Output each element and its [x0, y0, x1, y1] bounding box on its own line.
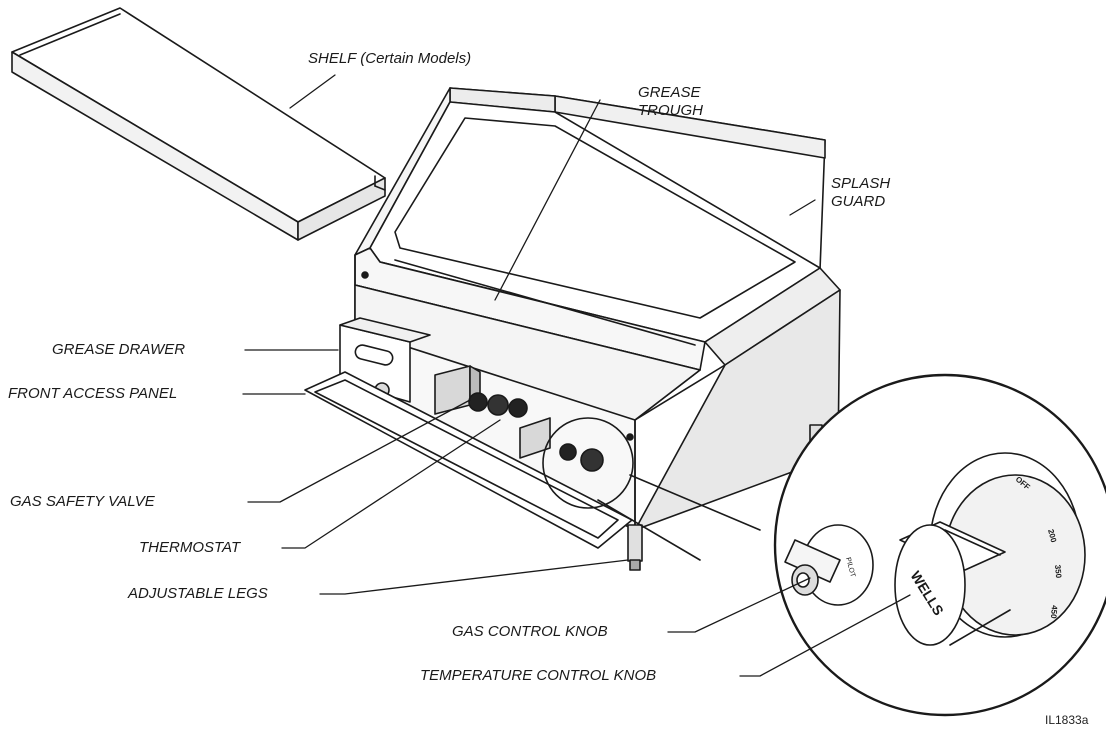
- dial-mark-450: 450: [1049, 605, 1059, 620]
- label-front-access-panel: FRONT ACCESS PANEL: [8, 385, 178, 402]
- label-gas-safety-valve: GAS SAFETY VALVE: [10, 493, 155, 510]
- cutoff-caption-strip: [0, 731, 1106, 737]
- griddle-body: [354, 87, 841, 531]
- label-splash-guard-line2: GUARD: [831, 193, 886, 210]
- label-temperature-control-knob: TEMPERATURE CONTROL KNOB: [420, 667, 657, 684]
- label-splash-guard: SPLASH GUARD: [831, 175, 890, 211]
- label-adjustable-legs: ADJUSTABLE LEGS: [128, 585, 268, 602]
- label-grease-trough-line1: GREASE: [638, 84, 701, 101]
- leader-lines: [242, 74, 911, 677]
- label-splash-guard-line1: SPLASH: [831, 175, 891, 192]
- label-grease-drawer: GREASE DRAWER: [52, 341, 186, 358]
- dial-mark-350: 350: [1053, 564, 1063, 579]
- label-grease-trough-line2: TROUGH: [638, 102, 703, 119]
- label-thermostat: THERMOSTAT: [139, 539, 241, 556]
- shelf: [11, 7, 386, 241]
- dial-mark-200: 200: [1046, 528, 1058, 544]
- label-shelf: SHELF (Certain Models): [308, 50, 472, 67]
- zoom-detail: PILOT WELLS OFF 200 350 450: [773, 373, 1106, 717]
- label-gas-control-knob: GAS CONTROL KNOB: [452, 623, 608, 640]
- figure-code: IL1833a: [1045, 713, 1089, 727]
- label-grease-trough: GREASE TROUGH: [638, 84, 703, 120]
- controls: [434, 365, 634, 509]
